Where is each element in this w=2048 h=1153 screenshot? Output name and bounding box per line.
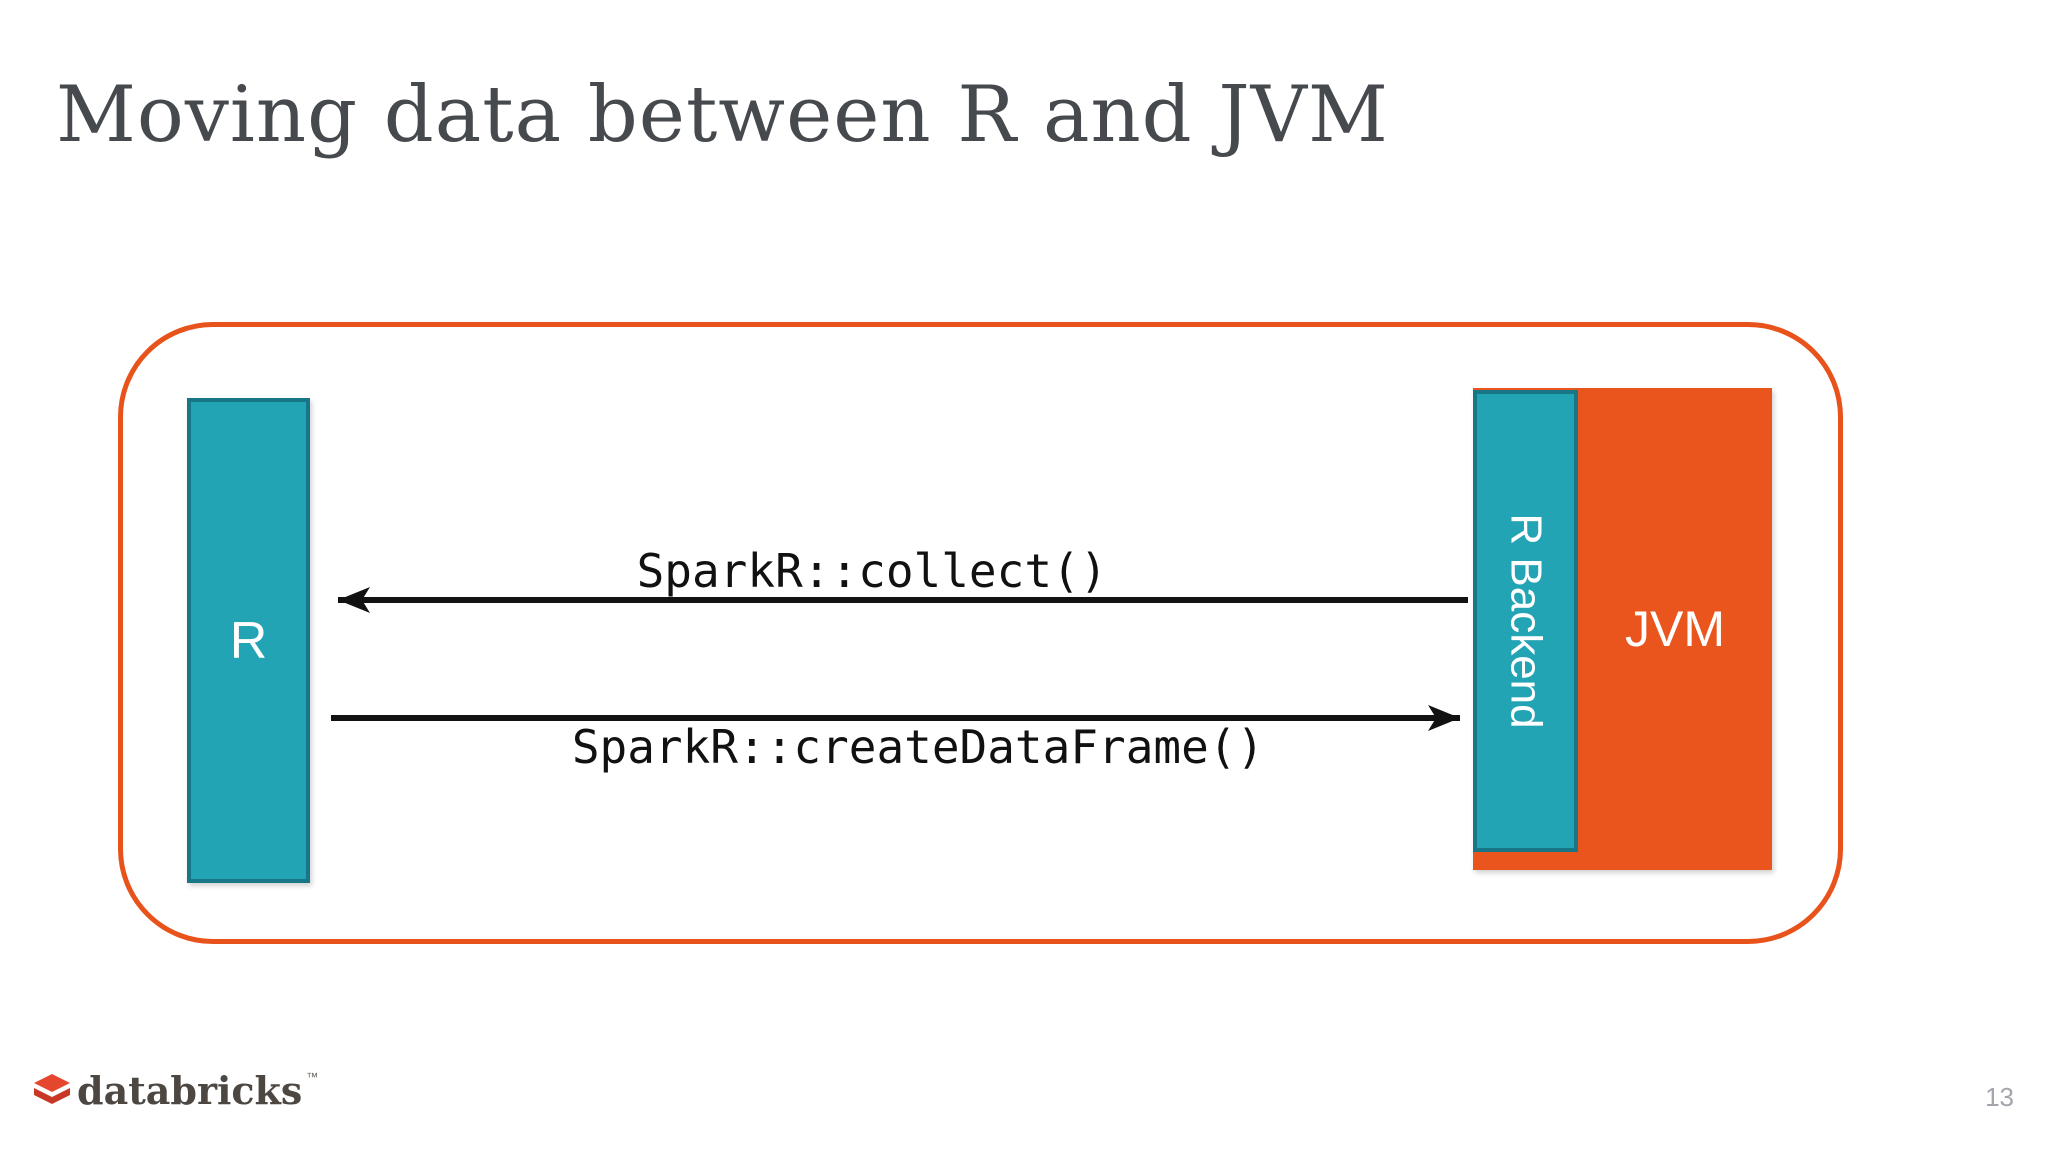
databricks-logo-icon (34, 1074, 70, 1104)
r-backend-label: R Backend (1501, 513, 1551, 729)
r-backend-box: R Backend (1473, 390, 1578, 852)
slide-title: Moving data between R and JVM (56, 70, 1389, 160)
jvm-label-area: JVM (1578, 388, 1772, 870)
diagram-container (118, 322, 1843, 944)
databricks-trademark: ™ (306, 1070, 319, 1084)
page-number: 13 (1985, 1082, 2014, 1112)
collect-arrow-label: SparkR::collect() (636, 544, 1108, 598)
r-box: R (187, 398, 310, 883)
databricks-wordmark: databricks (77, 1068, 303, 1113)
r-box-label: R (229, 611, 268, 670)
jvm-label: JVM (1625, 601, 1725, 657)
create-dataframe-arrow-label: SparkR::createDataFrame() (571, 720, 1265, 774)
